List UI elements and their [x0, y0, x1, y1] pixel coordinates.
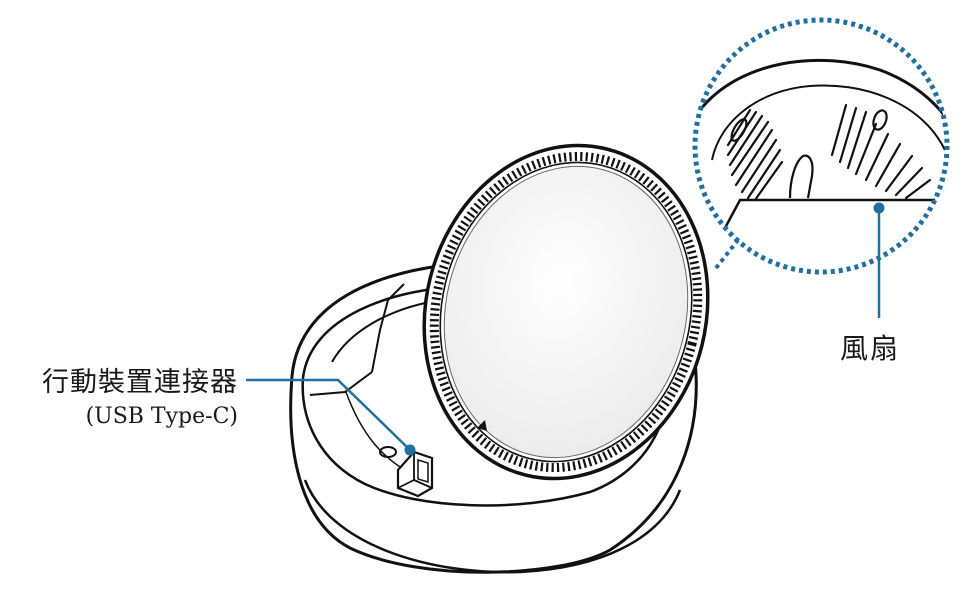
fan-label: 風扇 [840, 332, 901, 365]
fan-vents-right [830, 103, 932, 200]
connector-label: 行動裝置連接器 [42, 367, 238, 398]
pad-ridge-inner-edge [439, 161, 693, 463]
dock-inner-wall [309, 283, 431, 396]
connector-leader [246, 378, 416, 456]
pad-ridge-ring [429, 151, 703, 473]
pad-surface [443, 165, 689, 459]
fan-zoom [692, 17, 950, 275]
fan-leader [873, 202, 885, 318]
phone-pad [422, 143, 710, 481]
zoom-ring [692, 17, 950, 275]
dock-bottom-ring [303, 479, 682, 574]
connector-sublabel: (USB Type-C) [85, 404, 238, 429]
zoom-dock-inner-shell [711, 84, 946, 161]
connector-callout: 行動裝置連接器 (USB Type-C) [10, 366, 238, 432]
connector-leader-dot [404, 444, 416, 456]
fan-vents-left [726, 108, 784, 202]
fan-leader-dot [873, 202, 885, 214]
zoom-guide-lower [714, 238, 740, 270]
zoom-base-edge [723, 198, 947, 229]
dock-slot [379, 446, 397, 458]
fan-center-strut [788, 154, 814, 199]
triangle-icon [477, 420, 487, 431]
